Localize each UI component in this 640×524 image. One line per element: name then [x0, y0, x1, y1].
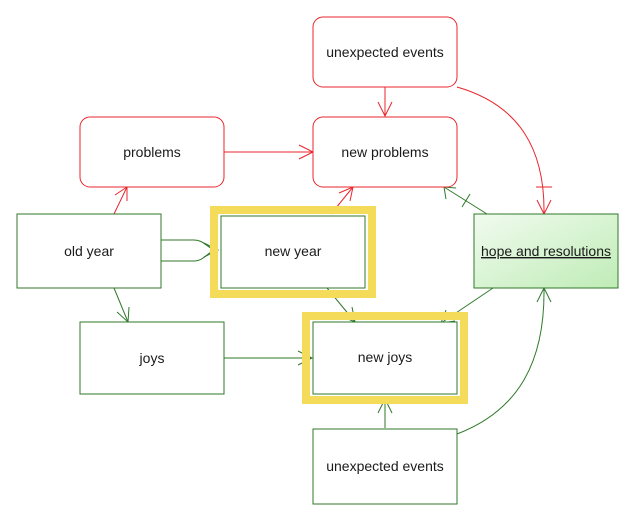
node-old-year: old year: [16, 213, 162, 289]
node-new-joys: new joys: [302, 312, 468, 404]
edge-joys-to-new-joys: [224, 350, 314, 366]
node-label: new joys: [358, 349, 412, 365]
edge-old-year-to-problems: [113, 186, 128, 215]
highlight-frame: [210, 206, 376, 298]
node-unexpected-events-top: unexpected events: [312, 16, 458, 88]
node-label: new year: [265, 243, 322, 259]
edge-problems-to-new-problems: [224, 144, 315, 160]
node-label: joys: [139, 350, 165, 366]
edge-unexpected-to-new-problems: [377, 87, 393, 118]
node-label: problems: [123, 144, 181, 160]
node-label[interactable]: hope and resolutions: [481, 243, 611, 259]
edge-old-year-to-joys: [113, 287, 130, 324]
node-hope-and-resolutions: hope and resolutions: [473, 213, 619, 289]
node-label: new problems: [341, 144, 428, 160]
node-new-problems: new problems: [312, 116, 458, 188]
edge-unexpected-to-hope: [456, 86, 552, 216]
edge-hope-to-new-problems: [443, 186, 488, 215]
node-label: old year: [64, 243, 114, 259]
node-problems: problems: [79, 116, 225, 188]
node-unexpected-events-bottom: unexpected events: [312, 428, 458, 505]
edge-old-year-to-new-year: [161, 239, 220, 262]
highlight-frame: [302, 312, 468, 404]
node-joys: joys: [79, 321, 225, 395]
node-new-year: new year: [210, 206, 376, 298]
node-label: unexpected events: [326, 44, 444, 60]
node-label: unexpected events: [326, 458, 444, 474]
edge-unexpected-bottom-to-hope: [456, 286, 552, 435]
